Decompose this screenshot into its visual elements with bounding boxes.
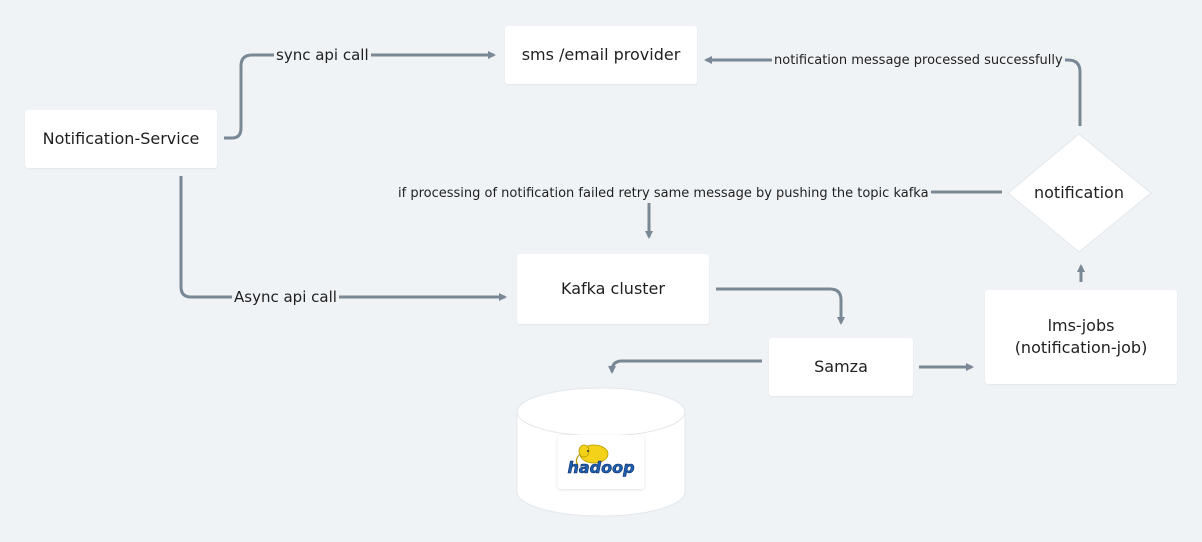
async-api-call-label: Async api call (232, 288, 339, 306)
samza-to-hadoop-connector (608, 359, 762, 374)
sms-email-provider-node[interactable]: sms /email provider (505, 26, 697, 84)
sync-api-call-label: sync api call (274, 46, 371, 64)
notification-service-label: Notification-Service (42, 129, 200, 148)
kafka-to-samza-connector (716, 287, 845, 325)
hadoop-wordmark: hadoop (567, 458, 634, 477)
retry-message-label: if processing of notification failed ret… (396, 185, 931, 203)
processed-successfully-connector (704, 56, 1082, 126)
notification-decision-label: notification (1034, 183, 1124, 202)
notification-service-node[interactable]: Notification-Service (25, 110, 217, 168)
hadoop-logo-mark: hadoop (567, 444, 635, 477)
lms-jobs-node[interactable]: lms-jobs (notification-job) (985, 290, 1177, 384)
samza-node[interactable]: Samza (769, 338, 913, 396)
sync-api-call-connector (224, 51, 496, 140)
kafka-cluster-node[interactable]: Kafka cluster (517, 254, 709, 324)
samza-label: Samza (814, 357, 868, 376)
processed-successfully-label: notification message processed successfu… (772, 52, 1065, 70)
async-api-call-connector (179, 176, 507, 301)
kafka-cluster-label: Kafka cluster (561, 279, 665, 298)
lms-jobs-label-line2: (notification-job) (1014, 338, 1148, 357)
lms-jobs-label-line1: lms-jobs (1047, 316, 1115, 335)
sms-email-provider-label: sms /email provider (521, 45, 681, 64)
notification-decision-diamond[interactable] (1007, 133, 1152, 253)
